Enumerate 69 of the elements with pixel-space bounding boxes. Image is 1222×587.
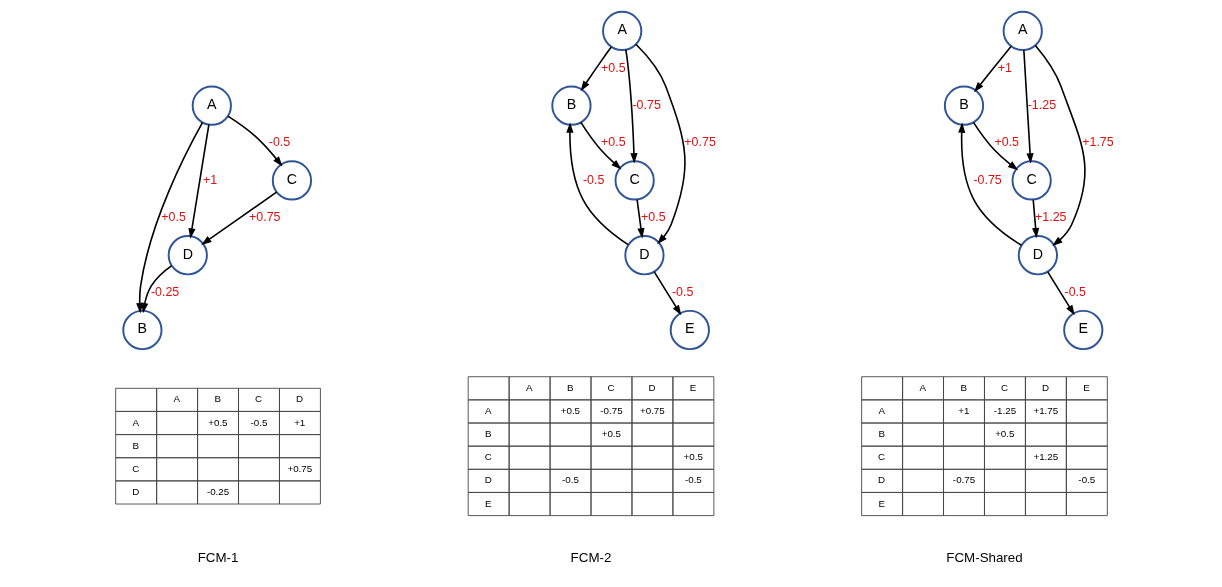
edge-label: -0.5 <box>671 284 693 299</box>
edge-label: +1.75 <box>1081 135 1114 150</box>
edge-label: +0.5 <box>640 210 666 225</box>
edge-label: +0.75 <box>683 135 716 150</box>
label: D <box>877 474 885 486</box>
label: FCM-2 <box>570 550 611 566</box>
label: +0.5 <box>683 451 703 463</box>
label: -1.25 <box>993 404 1016 416</box>
label: +0.5 <box>207 416 228 428</box>
label: A <box>132 416 139 428</box>
label: FCM-Shared <box>945 550 1023 566</box>
edge-label: +1 <box>997 60 1012 75</box>
edge-label: +0.75 <box>248 210 281 225</box>
label: D <box>1041 381 1049 393</box>
label: +1 <box>957 404 969 416</box>
label: A <box>918 381 926 393</box>
edge-label: -0.75 <box>972 172 1002 187</box>
label: B <box>566 381 574 393</box>
label: -0.5 <box>684 474 702 486</box>
label: -0.5 <box>1077 474 1095 486</box>
edge-label: +0.5 <box>600 60 626 75</box>
label: C <box>484 451 492 463</box>
label: -0.5 <box>250 416 267 428</box>
label: -0.5 <box>561 474 579 486</box>
label: -0.25 <box>206 485 229 497</box>
label: A <box>525 381 533 393</box>
label: +0.5 <box>994 428 1014 440</box>
label: B <box>132 439 139 451</box>
edge-label: +1 <box>202 172 217 187</box>
label: +0.75 <box>639 404 665 416</box>
label: +0.5 <box>601 428 621 440</box>
label: C <box>1000 381 1008 393</box>
label: A <box>173 393 180 405</box>
label: +1 <box>293 416 305 428</box>
edge-label: +0.5 <box>600 135 626 150</box>
label: +0.75 <box>286 462 312 474</box>
edge-label: +0.5 <box>160 210 186 225</box>
label: D <box>131 485 139 497</box>
label: B <box>484 428 492 440</box>
label: E <box>1082 381 1090 393</box>
label: FCM-1 <box>197 550 238 566</box>
label: B <box>213 393 221 405</box>
label: C <box>131 462 139 474</box>
label: D <box>295 393 303 405</box>
label: +0.5 <box>560 404 580 416</box>
edge-label: -0.25 <box>150 284 179 299</box>
edge-label: -0.5 <box>268 135 290 150</box>
label: +1.25 <box>1032 451 1058 463</box>
edge-label: +0.5 <box>993 135 1019 150</box>
edge-label: -0.5 <box>582 172 604 187</box>
edge-label: +1.25 <box>1034 210 1067 225</box>
label: C <box>877 451 885 463</box>
label: -0.75 <box>952 474 975 486</box>
edge-label: -1.25 <box>1027 97 1056 112</box>
label: C <box>606 381 615 393</box>
label: C <box>254 393 262 405</box>
label: E <box>689 381 696 393</box>
label: B <box>878 428 885 440</box>
label: B <box>959 381 967 393</box>
label: E <box>878 497 885 509</box>
label: D <box>484 474 492 486</box>
label: A <box>484 404 492 416</box>
label: +1.75 <box>1032 404 1058 416</box>
label: D <box>647 381 656 393</box>
label: E <box>484 497 492 509</box>
edge-label: -0.5 <box>1064 284 1086 299</box>
label: -0.75 <box>599 404 623 416</box>
edge-label: -0.75 <box>631 97 661 112</box>
label: A <box>878 404 885 416</box>
